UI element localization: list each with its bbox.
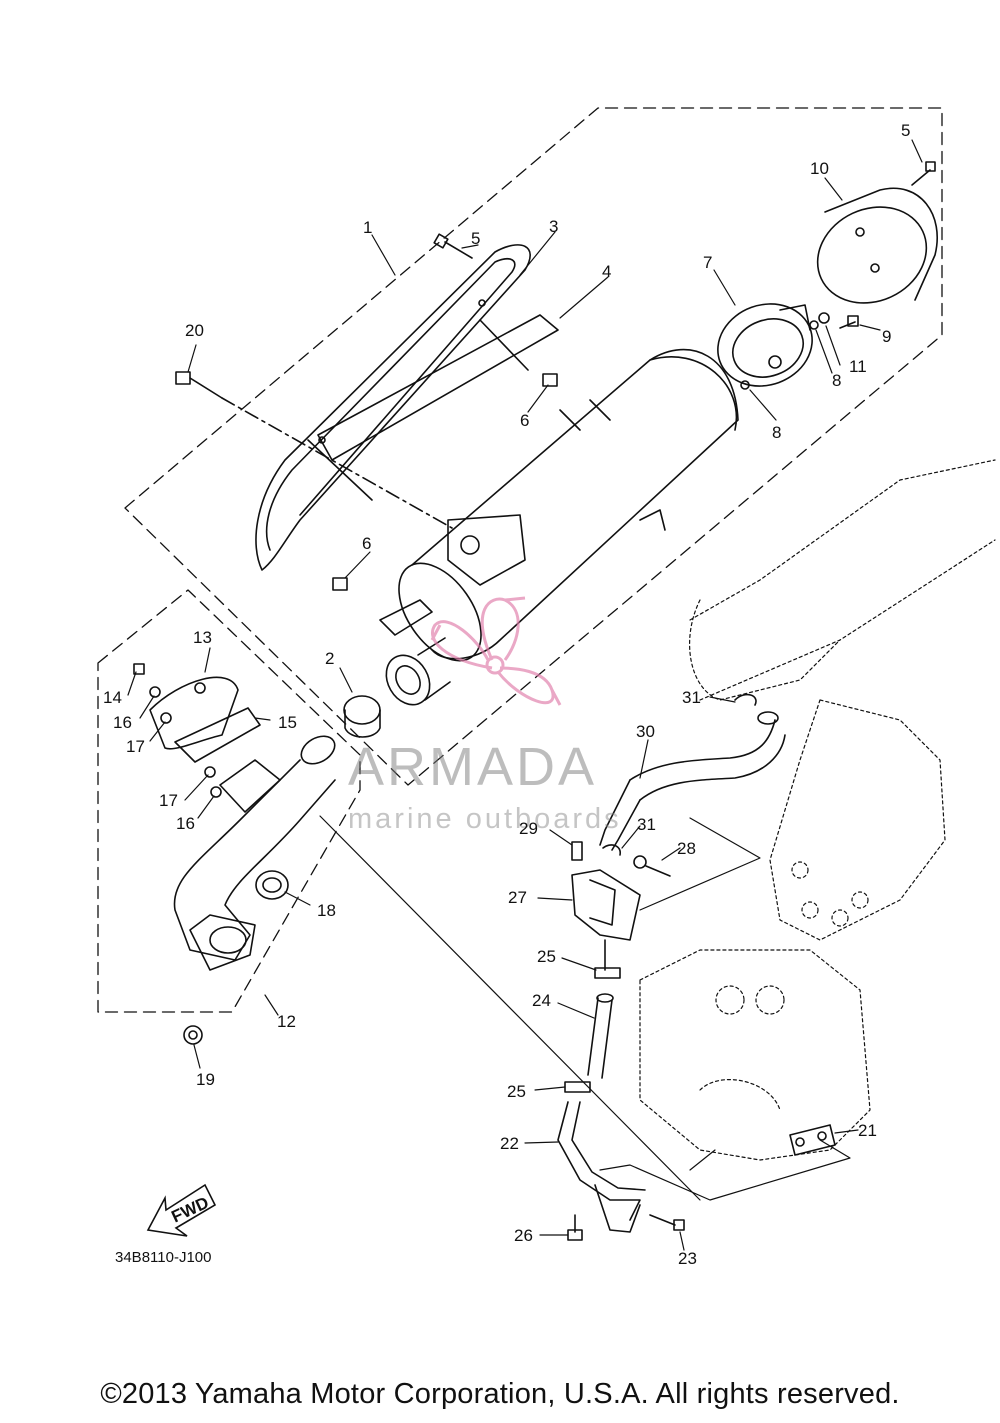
hose-clip-31-lower — [602, 844, 621, 856]
callout-12: 12 — [277, 1012, 296, 1031]
muffler-bracket — [307, 314, 559, 501]
plug-29 — [571, 841, 583, 861]
air-valve — [571, 869, 641, 971]
watermark-tagline: marine outboards — [348, 803, 622, 835]
callouts: 1 5 3 4 20 6 6 2 7 10 5 9 11 8 8 13 14 1… — [103, 121, 910, 1268]
pipe-protector-13 — [149, 676, 239, 750]
muffler-body — [379, 348, 739, 662]
reference-lines — [319, 815, 851, 1201]
pipe-protector-15 — [174, 707, 261, 763]
copyright-notice: ©2013 Yamaha Motor Corporation, U.S.A. A… — [100, 1378, 900, 1410]
engine-head-outline — [639, 459, 996, 1161]
callout-15: 15 — [278, 713, 297, 732]
washer-8-upper — [809, 320, 819, 330]
callout-8-upper: 8 — [832, 371, 841, 390]
exhaust-pipe — [173, 735, 336, 971]
callout-8-lower: 8 — [772, 423, 781, 442]
leader-lines — [127, 139, 923, 1251]
exhaust-pipe-group-boundary — [97, 589, 361, 1013]
bolt-20 — [175, 371, 453, 529]
hose-clamp-25-upper — [594, 967, 621, 979]
nut-19 — [183, 1025, 203, 1045]
hose-clip-31-upper — [734, 693, 757, 706]
exhaust-collar — [343, 695, 381, 738]
callout-17-lower: 17 — [159, 791, 178, 810]
callout-31-upper: 31 — [682, 688, 701, 707]
callout-28: 28 — [677, 839, 696, 858]
callout-26: 26 — [514, 1226, 533, 1245]
fwd-label: FWD — [169, 1193, 212, 1227]
washer-17-lower — [204, 766, 216, 778]
tail-cap-plate — [717, 303, 813, 387]
callout-9: 9 — [882, 327, 891, 346]
watermark-logo-icon — [430, 596, 562, 706]
callout-1: 1 — [363, 218, 372, 237]
air-hose-24 — [587, 993, 614, 1079]
callout-14: 14 — [103, 688, 122, 707]
callout-6-upper: 6 — [520, 411, 529, 430]
washer-11 — [818, 312, 830, 324]
washer-8-lower — [740, 380, 750, 390]
washer-16-upper — [149, 686, 161, 698]
breather-hose — [599, 711, 786, 851]
callout-16-upper: 16 — [113, 713, 132, 732]
callout-10: 10 — [810, 159, 829, 178]
callout-30: 30 — [636, 722, 655, 741]
fwd-arrow-icon: FWD — [146, 1183, 217, 1237]
bolt-26 — [567, 1214, 583, 1241]
bolt-5-top — [433, 233, 473, 259]
hose-clamp-25-lower — [564, 1081, 591, 1093]
callout-25-lower: 25 — [507, 1082, 526, 1101]
callout-5-top: 5 — [471, 229, 480, 248]
muffler-inlet-flange — [385, 637, 451, 706]
end-cap-cover — [816, 187, 938, 304]
drawing-code: 34B8110-J100 — [115, 1249, 211, 1266]
bolt-14 — [133, 663, 145, 675]
callout-16-lower: 16 — [176, 814, 195, 833]
callout-2: 2 — [325, 649, 334, 668]
callout-23: 23 — [678, 1249, 697, 1268]
washer-16-lower — [210, 786, 222, 798]
callout-7: 7 — [703, 253, 712, 272]
watermark: ARMADA marine outboards — [348, 596, 622, 835]
callout-20: 20 — [185, 321, 204, 340]
callout-5-right: 5 — [901, 121, 910, 140]
callout-13: 13 — [193, 628, 212, 647]
callout-3: 3 — [549, 217, 558, 236]
watermark-brand: ARMADA — [348, 737, 597, 797]
callout-6-lower: 6 — [362, 534, 371, 553]
callout-24: 24 — [532, 991, 551, 1010]
air-pipe-22 — [557, 1101, 646, 1233]
callout-25-upper: 25 — [537, 947, 556, 966]
bolt-5-right — [911, 161, 936, 186]
muffler-group-boundary — [124, 107, 943, 786]
callout-29: 29 — [519, 819, 538, 838]
heat-protector — [255, 244, 531, 571]
nut-6-lower — [332, 577, 348, 591]
callout-17-upper: 17 — [126, 737, 145, 756]
callout-18: 18 — [317, 901, 336, 920]
bolt-23 — [649, 1214, 685, 1231]
gasket-18 — [255, 870, 289, 900]
bolt-28 — [633, 855, 671, 877]
bolt-9 — [839, 315, 859, 329]
nut-6-upper — [542, 373, 558, 387]
callout-22: 22 — [500, 1134, 519, 1153]
callout-31-lower: 31 — [637, 815, 656, 834]
callout-27: 27 — [508, 888, 527, 907]
washer-17-upper — [160, 712, 172, 724]
callout-11: 11 — [849, 357, 867, 376]
callout-19: 19 — [196, 1070, 215, 1089]
callout-21: 21 — [858, 1121, 877, 1140]
gasket-21 — [789, 1124, 836, 1156]
callout-4: 4 — [602, 262, 611, 281]
